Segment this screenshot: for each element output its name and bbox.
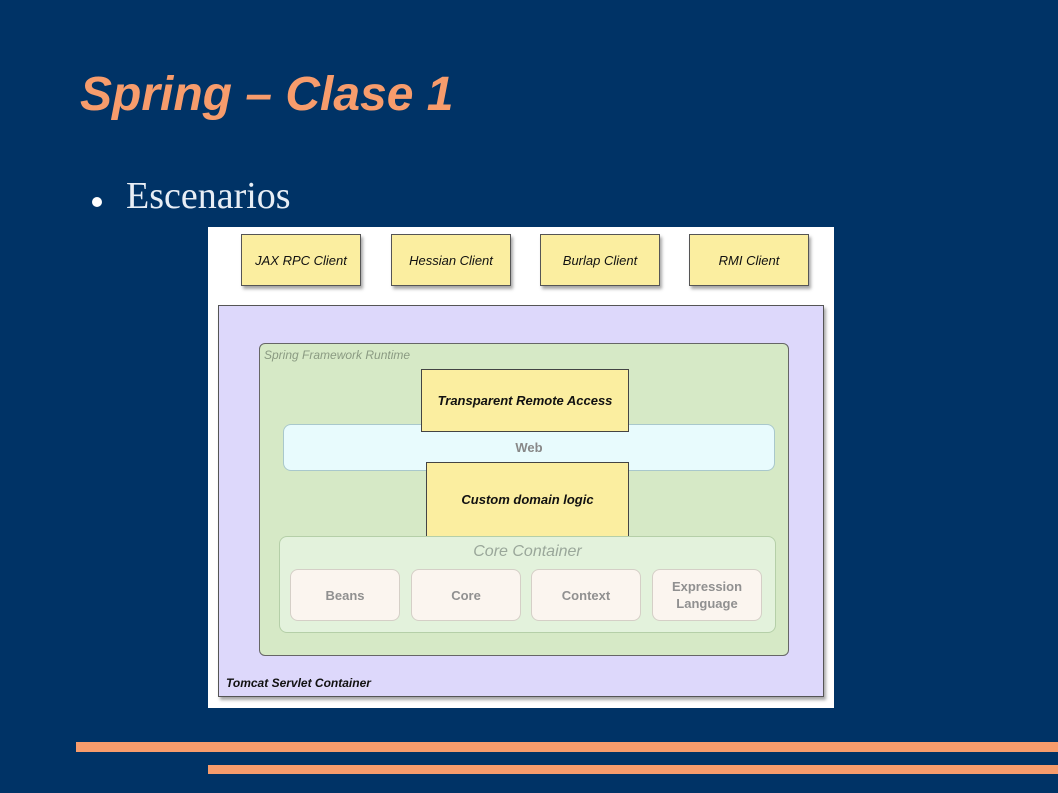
slide-title: Spring – Clase 1 — [80, 68, 454, 121]
bullet-text: Escenarios — [126, 175, 291, 217]
bullet-dot-icon — [92, 197, 102, 207]
architecture-diagram: JAX RPC Client Hessian Client Burlap Cli… — [208, 227, 834, 708]
custom-domain-logic-box: Custom domain logic — [426, 462, 629, 537]
core-module-box: Core — [411, 569, 521, 621]
hessian-client-box: Hessian Client — [391, 234, 511, 286]
rmi-client-box: RMI Client — [689, 234, 809, 286]
jax-rpc-client-box: JAX RPC Client — [241, 234, 361, 286]
footer-bar-top — [76, 742, 1058, 752]
beans-module-box: Beans — [290, 569, 400, 621]
spring-runtime-label: Spring Framework Runtime — [264, 348, 411, 362]
burlap-client-box: Burlap Client — [540, 234, 660, 286]
transparent-remote-access-box: Transparent Remote Access — [421, 369, 629, 432]
tomcat-container-label: Tomcat Servlet Container — [226, 676, 371, 690]
expression-language-module-box: Expression Language — [652, 569, 762, 621]
context-module-box: Context — [531, 569, 641, 621]
footer-bar-bottom — [208, 765, 1058, 774]
core-container-label: Core Container — [473, 543, 582, 560]
